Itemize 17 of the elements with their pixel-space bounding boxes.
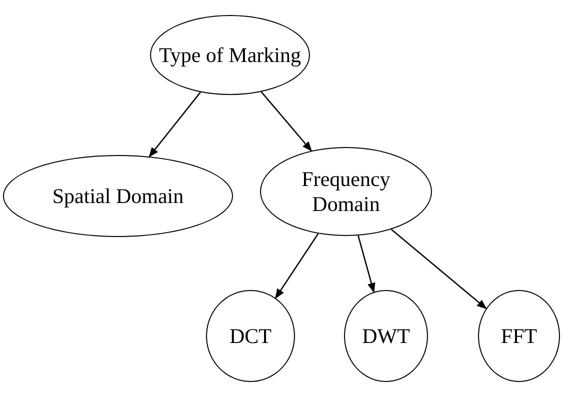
arrow (275, 233, 319, 299)
arrow (260, 91, 312, 152)
ellipse-node (206, 290, 295, 382)
ellipse-node (344, 290, 428, 382)
ellipse-node (478, 290, 560, 382)
node-label: FFT (500, 324, 538, 348)
node-label: DWT (362, 324, 410, 348)
node-label: DCT (230, 324, 272, 348)
node-label: Spatial Domain (52, 184, 184, 208)
ellipse-node (150, 15, 310, 95)
ellipse-node (3, 155, 233, 237)
ellipse-node (260, 147, 432, 236)
arrow (148, 92, 201, 158)
node-label: Frequency Domain (300, 167, 392, 216)
arrow (390, 228, 487, 310)
node-label: Type of Marking (159, 42, 301, 68)
arrow (358, 235, 376, 293)
